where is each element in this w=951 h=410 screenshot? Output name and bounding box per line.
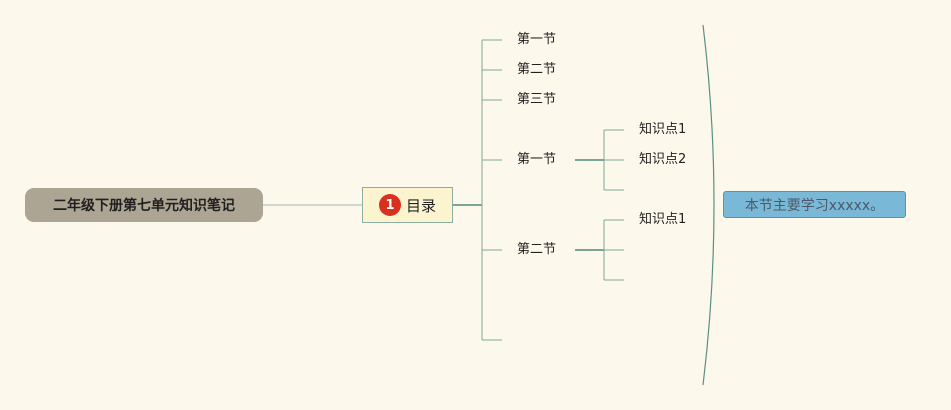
toc-topic-label: 目录: [405, 196, 436, 215]
root-topic[interactable]: 二年级下册第七单元知识笔记: [25, 188, 263, 222]
summary-topic[interactable]: 本节主要学习xxxxx。: [723, 191, 906, 218]
priority-one-icon: 1: [378, 194, 401, 216]
branch-topic-4[interactable]: 第一节: [517, 152, 557, 167]
branch-topic-5[interactable]: 第二节: [517, 242, 557, 257]
toc-topic[interactable]: 1 目录: [362, 187, 453, 223]
branch-topic-3[interactable]: 第三节: [517, 92, 557, 107]
summary-topic-label: 本节主要学习xxxxx。: [744, 197, 885, 214]
branch-topic-2[interactable]: 第二节: [517, 62, 557, 77]
root-topic-label: 二年级下册第七单元知识笔记: [53, 198, 235, 214]
summary-bracket: [702, 24, 715, 386]
subtopic-knowledge-2[interactable]: 知识点2: [639, 152, 687, 167]
branch-topic-1[interactable]: 第一节: [517, 32, 557, 47]
subtopic-knowledge-1[interactable]: 知识点1: [639, 122, 687, 137]
subtopic-knowledge-1[interactable]: 知识点1: [639, 212, 687, 227]
